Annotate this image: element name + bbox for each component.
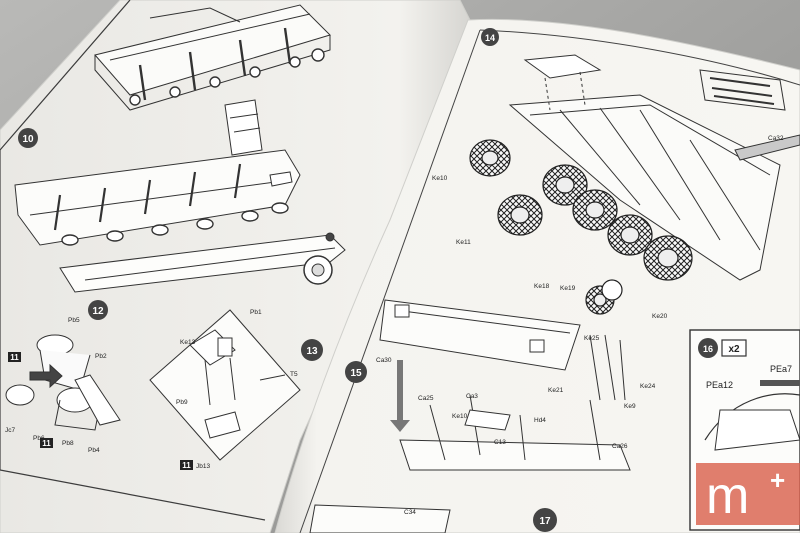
part-label: Ca26 [612, 443, 628, 450]
step-badge-16: 16 [698, 338, 718, 358]
part-label: Ke13 [180, 339, 196, 346]
part-label: Ca3 [466, 393, 478, 400]
chassis-frame-drawing [508, 54, 800, 281]
part-label: C13 [494, 439, 506, 446]
callout-label: PEa7 [770, 364, 792, 374]
road-wheels-drawing [469, 139, 693, 315]
hull-drawing [14, 99, 301, 246]
part-label: C34 [404, 509, 416, 516]
part-label: Pb1 [250, 309, 262, 316]
part-label: Ke11 [456, 239, 471, 246]
part-label: Ke20 [652, 313, 668, 320]
part-label: Ke10 [432, 175, 448, 182]
top-chassis-drawing [94, 4, 331, 111]
svg-text:16: 16 [703, 344, 713, 354]
qty-badge: 11 [42, 439, 51, 448]
svg-text:10: 10 [22, 134, 34, 145]
svg-text:12: 12 [92, 306, 104, 317]
callout-labels: PEa12 PEa7 [706, 364, 792, 390]
step-badge-14: 14 [481, 28, 499, 46]
svg-text:13: 13 [306, 346, 318, 357]
part-label: Pb4 [88, 447, 100, 454]
svg-text:x2: x2 [728, 344, 740, 355]
left-page [0, 0, 471, 533]
right-step-badges: 14 15 16 17 x2 [345, 28, 747, 532]
step-13-drawing [149, 309, 301, 461]
watermark-plus: + [770, 465, 785, 495]
part-label: Ke25 [584, 335, 600, 342]
part-label: Pb9 [176, 399, 188, 406]
side-skirt-drawing [59, 232, 346, 293]
svg-text:15: 15 [350, 368, 362, 379]
svg-text:14: 14 [485, 33, 495, 43]
part-label: Ke9 [624, 403, 636, 410]
part-label: Ca32 [768, 135, 784, 142]
watermark-logo: m + [696, 463, 800, 525]
part-label: Ke21 [548, 387, 564, 394]
part-label: Ke10 [452, 413, 468, 420]
step-badge-15: 15 [345, 361, 367, 383]
svg-text:17: 17 [539, 516, 551, 527]
right-page [274, 18, 800, 533]
left-step-badges: 10 12 13 11 11 11 [8, 128, 323, 470]
step-badge-17: 17 [533, 508, 557, 532]
left-part-labels: Pb1 Ke13 T5 Pb9 Jb13 Pb5 Pb2 Pb6 Pb8 Pb4… [5, 309, 298, 470]
step-12-drawing [5, 334, 121, 431]
part-label: Ke18 [534, 283, 550, 290]
qty-badge: 11 [182, 461, 191, 470]
part-label: Pb8 [62, 440, 74, 447]
part-label: Pb2 [95, 353, 107, 360]
part-label: Ke19 [560, 285, 576, 292]
right-part-labels: Ke10 Ke11 Ke18 Ke19 Ke20 Ke21 Ke24 Ke25 … [376, 135, 784, 516]
part-label: Ca30 [376, 357, 392, 364]
step-15-drawing [309, 299, 631, 533]
part-label: T5 [290, 371, 298, 378]
multiplier-badge: x2 [721, 339, 747, 357]
callout-label: PEa12 [706, 380, 733, 390]
step-badge-13: 13 [301, 339, 323, 361]
step-badge-12: 12 [88, 300, 108, 320]
part-label: Hd4 [534, 417, 546, 424]
part-label: Jc7 [5, 427, 16, 434]
part-label: Pb5 [68, 317, 80, 324]
part-label: Ke24 [640, 383, 656, 390]
qty-badge: 11 [10, 353, 19, 362]
part-label: Pb6 [33, 435, 45, 442]
step-badge-10: 10 [18, 128, 38, 148]
part-label: Jb13 [196, 463, 210, 470]
part-label: Ca25 [418, 395, 434, 402]
watermark-m: m [706, 467, 749, 525]
